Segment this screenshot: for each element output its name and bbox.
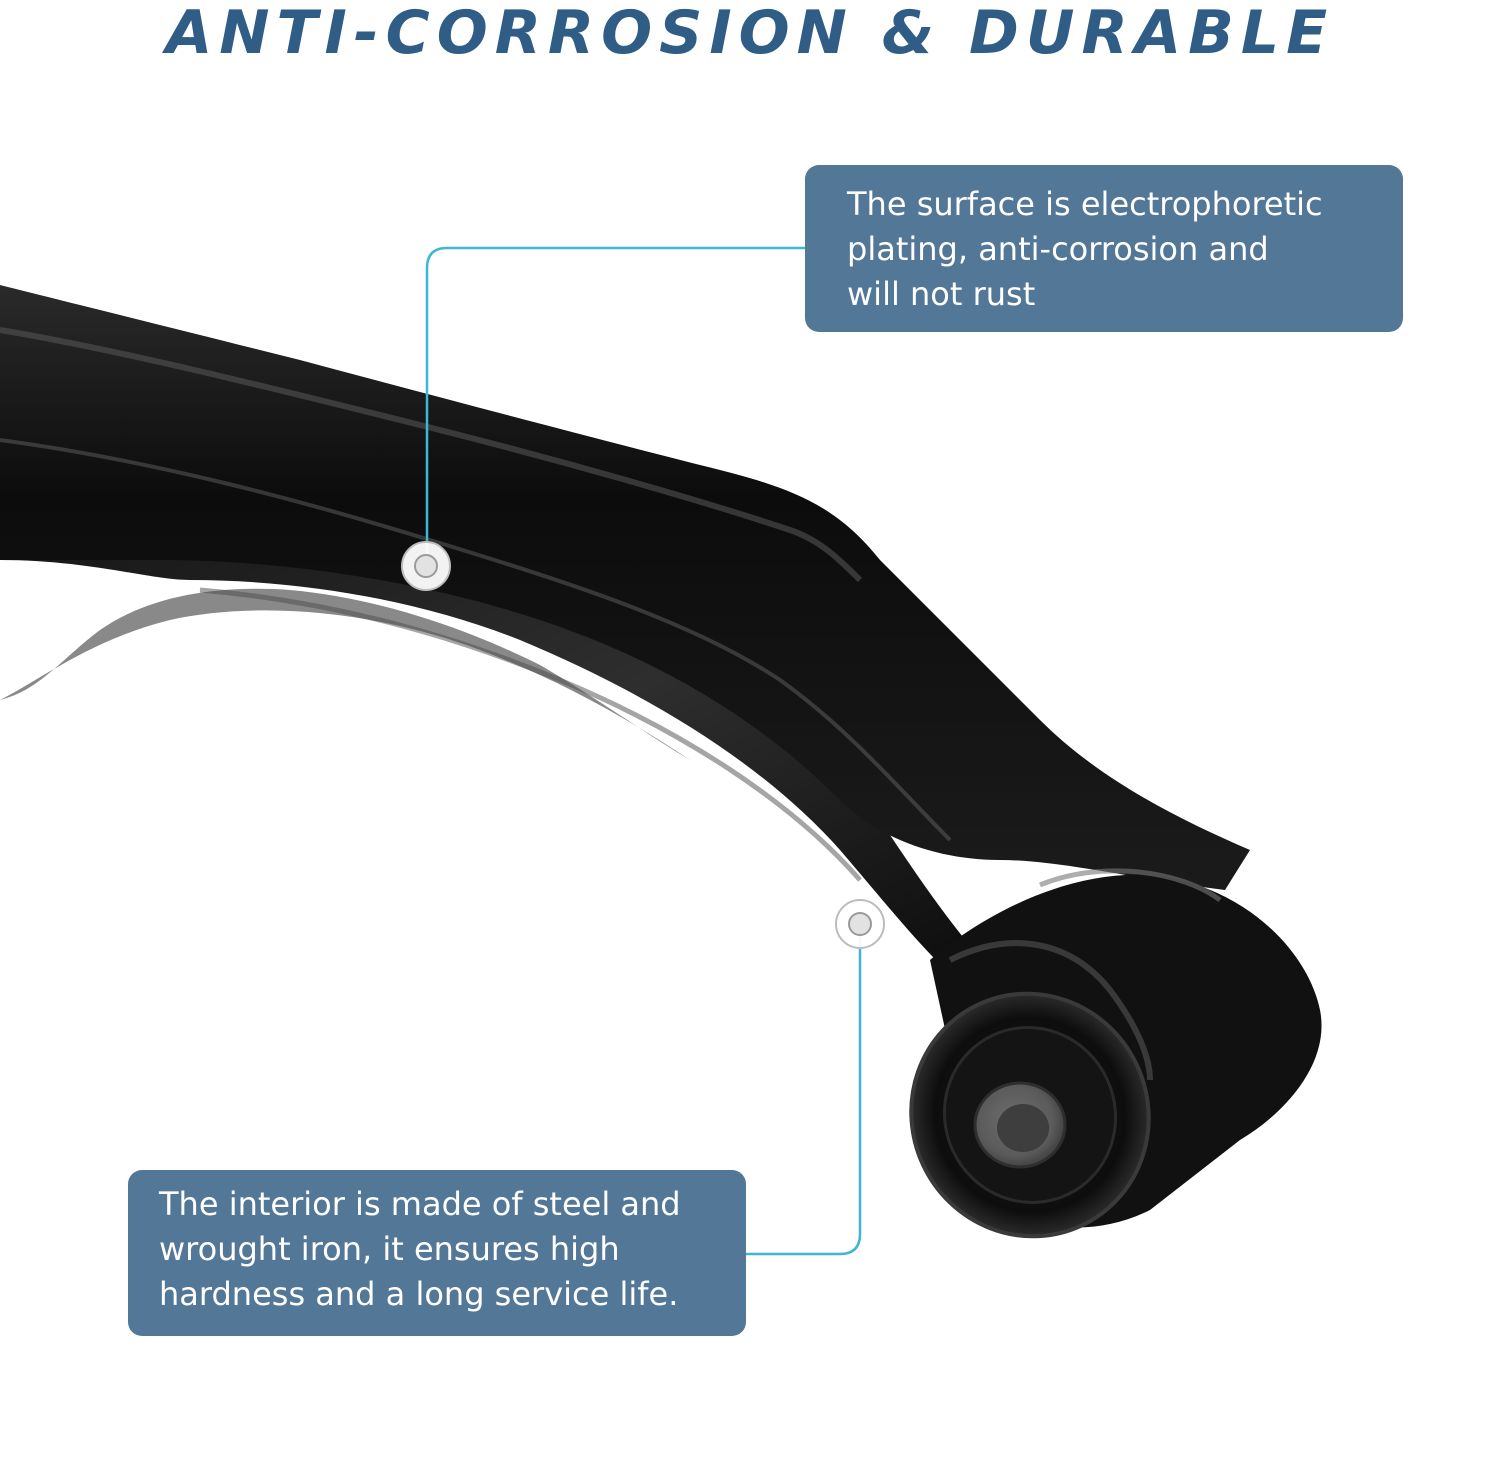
callout-surface-line-3: will not rust	[847, 275, 1036, 313]
page-headline: ANTI-CORROSION & DURABLE	[165, 0, 1335, 68]
leader-line-surface	[425, 246, 805, 566]
marker-surface	[401, 541, 451, 591]
callout-surface: The surface is electrophoretic plating, …	[805, 165, 1403, 332]
callout-interior-line-3: hardness and a long service life.	[159, 1275, 679, 1313]
callout-interior-line-2: wrought iron, it ensures high	[159, 1230, 620, 1268]
marker-interior	[835, 899, 885, 949]
callout-interior: The interior is made of steel and wrough…	[128, 1170, 746, 1336]
callout-interior-line-1: The interior is made of steel and	[159, 1185, 681, 1223]
callout-surface-line-2: plating, anti-corrosion and	[847, 230, 1269, 268]
leader-line-interior	[746, 924, 862, 1256]
callout-surface-line-1: The surface is electrophoretic	[847, 185, 1323, 223]
control-arm-upper-beam	[0, 285, 1250, 890]
